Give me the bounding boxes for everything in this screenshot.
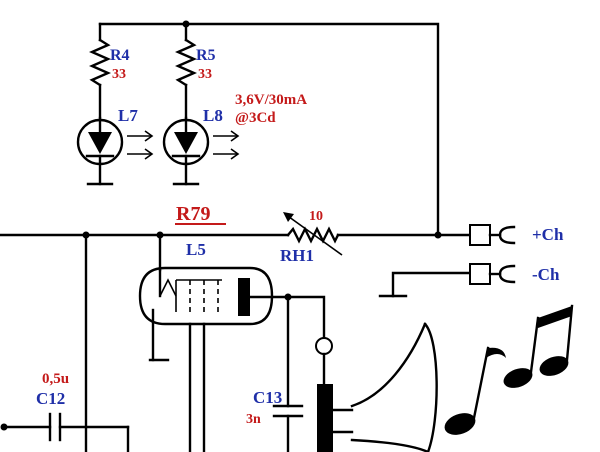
rh1-value: 10: [309, 209, 323, 224]
l8-rating-lumen: @3Cd: [235, 110, 276, 126]
junction-dot: [0, 423, 8, 431]
led-l8: [162, 116, 210, 186]
l7-label: L7: [118, 106, 138, 125]
r4-label: R4: [110, 47, 130, 64]
junction-dot: [434, 231, 442, 239]
led-l7: [76, 116, 124, 186]
l8-label: L8: [203, 106, 223, 125]
speaker-horn: [317, 322, 438, 452]
plus-ch-label: +Ch: [532, 225, 564, 244]
junction-dot: [182, 20, 190, 28]
led-l7-light-arrows: [127, 130, 154, 160]
rh1-label: RH1: [280, 246, 314, 265]
terminal-circle: [315, 337, 333, 355]
r5-value: 33: [198, 67, 212, 82]
resistor-r4: [89, 22, 111, 120]
connector-plus-ch: [469, 224, 516, 246]
l8-rating: 3,6V/30mA: [235, 92, 307, 108]
c12-value: 0,5u: [42, 371, 69, 387]
c12-label: C12: [36, 389, 65, 408]
r4-value: 33: [112, 67, 126, 82]
resistor-r5: [175, 22, 197, 120]
rheostat-rh1: [283, 212, 343, 256]
r79-label: R79: [176, 203, 210, 225]
capacitor-c13: [272, 295, 304, 452]
connector-minus-ch: [378, 263, 516, 298]
c13-label: C13: [253, 388, 282, 407]
music-note-icon: [503, 304, 574, 388]
vacuum-tube-l5: [138, 233, 290, 452]
r5-label: R5: [196, 47, 216, 64]
top-rail-wire: [98, 22, 440, 237]
c13-value: 3n: [246, 412, 261, 427]
capacitor-c12: [2, 412, 130, 452]
led-l8-light-arrows: [213, 130, 240, 160]
wire: [286, 295, 326, 339]
minus-ch-label: -Ch: [532, 265, 560, 284]
music-note-icon: [444, 346, 506, 435]
l5-label: L5: [186, 240, 206, 259]
